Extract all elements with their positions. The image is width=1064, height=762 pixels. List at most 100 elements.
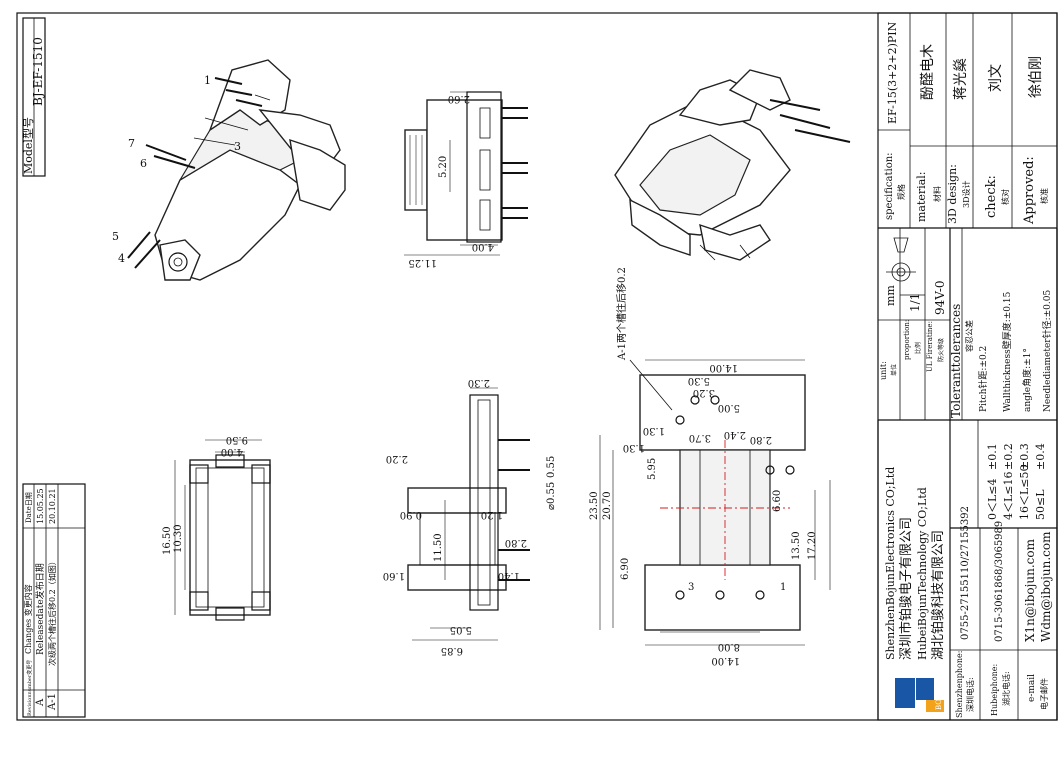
changes-header-date: Date日期 <box>25 492 33 523</box>
pin-label-6: 6 <box>140 157 147 170</box>
ul-value: 94V-0 <box>933 280 947 315</box>
bojun-logo: BOJUN <box>895 678 944 712</box>
unit-label: unit: <box>879 361 888 380</box>
tol-range-1: 4＜L≤16 <box>1002 471 1015 520</box>
contact-sz-value: 0755-27155110/27155392 <box>960 506 971 640</box>
dim-mid-1-60: 1.60 <box>383 570 405 581</box>
contact-sz-sub: 深圳电话: <box>965 677 975 712</box>
unit-value: mm <box>884 285 897 306</box>
projection-symbol-icon <box>886 237 916 282</box>
dim-side-2-60: 2.60 <box>448 93 470 104</box>
dim-mid-0-55: 0.55 <box>546 456 557 478</box>
proportion-sub: 比例 <box>914 342 922 354</box>
check-label: check: <box>984 175 999 218</box>
dim-main-1-30-a: 1.30 <box>643 425 665 436</box>
pin-label-1: 1 <box>204 74 211 87</box>
dim-main-14-00-top: 14.00 <box>709 362 738 373</box>
dim-front-16-50: 16.50 <box>162 526 173 555</box>
dim-front-9-50: 9.50 <box>226 434 248 445</box>
tol-range-3: 50≤L <box>1034 489 1047 520</box>
material-value: 酚醛电木 <box>920 44 936 100</box>
company-cn1: 深圳市铂骏电子有限公司 <box>898 517 914 660</box>
company-cn2: 湖北铂骏科技有限公司 <box>930 530 946 660</box>
spec-sub: 规格 <box>896 184 906 200</box>
contact-hb-value: 0715-3061868/3065989 <box>994 521 1005 642</box>
approved-sub: 核准 <box>1039 188 1049 204</box>
dim-main-20-70: 20.70 <box>602 491 613 520</box>
dim-main-23-50: 23.50 <box>589 491 600 520</box>
title-block: EF-15(3+2+2)PIN specification: 规格 酚醛电木 m… <box>877 12 1058 721</box>
check-value: 刘文 <box>988 64 1004 92</box>
tol-note-2: angle角度:±1° <box>1021 348 1033 412</box>
company-en2: HubeiBojunTechnology CO;Ltd <box>916 487 929 660</box>
dim-main-1-30-b: 1.30 <box>623 442 645 453</box>
approved-label: Approved: <box>1022 156 1037 225</box>
change-row-a1-content: 次级两个槽往后移0.2（如图） <box>47 557 57 666</box>
model-value: BJ-EF-1510 <box>31 37 45 106</box>
dim-side-5-20: 5.20 <box>438 156 449 178</box>
change-row-a-content: Releasedate发布日期 <box>34 563 46 655</box>
revision-note: A-1两个槽往后移0.2 <box>615 267 628 361</box>
tol-label: Toleranttolerances <box>949 304 963 418</box>
dim-main-5-00: 5.00 <box>718 402 740 413</box>
tol-value-2: ±0.3 <box>1018 443 1031 470</box>
dim-mid-2-20: 2.20 <box>386 453 408 464</box>
dim-mid-0-90: 0.90 <box>400 509 422 520</box>
isometric-view-top-left: 1 3 7 6 5 4 <box>112 59 346 281</box>
dim-main-6-90: 6.90 <box>620 558 631 580</box>
proportion-value: 1/1 <box>908 293 922 312</box>
dim-main-6-60: 6.60 <box>772 490 783 512</box>
check-sub: 核对 <box>1000 189 1010 205</box>
material-label: material: <box>915 172 928 222</box>
ul-sub: 防火等级 <box>937 338 945 362</box>
dim-main-8-00: 8.00 <box>718 641 740 652</box>
contact-email-sub: 电子邮件 <box>1039 678 1049 710</box>
contact-hb-sub: 湖北电话: <box>1001 671 1011 706</box>
dim-side-4-00: 4.00 <box>472 241 494 252</box>
tol-sub: 容忍公差 <box>964 320 974 352</box>
tol-note-3: Needlediameter针径:±0.05 <box>1041 290 1053 412</box>
dim-mid-6-85: 6.85 <box>441 645 463 656</box>
model-label: Model型号 <box>21 117 35 174</box>
pin-1-bottom: 1 <box>780 582 786 593</box>
dim-main-17-20: 17.20 <box>807 531 818 560</box>
design-label: 3D design: <box>946 164 959 224</box>
pin-3-bottom: 3 <box>688 582 694 593</box>
dim-front-10-30: 10.30 <box>173 524 184 553</box>
logo-text: BOJUN <box>935 684 943 710</box>
tol-value-0: ±0.1 <box>986 443 999 470</box>
dim-main-3-20: 3.20 <box>693 387 715 398</box>
section-view: 2.30 2.20 0.90 1.20 2.80 11.50 1.60 1.40… <box>383 377 557 656</box>
dim-main-5-30: 5.30 <box>688 375 710 386</box>
front-view: 9.50 4.00 16.50 10.30 <box>162 434 271 621</box>
dim-main-13-50: 13.50 <box>791 531 802 560</box>
company-en1: ShenzhenBojunElectronics CO;Ltd <box>884 467 897 660</box>
contact-hb-label: Hubeiphone: <box>990 664 999 716</box>
dim-main-5-95: 5.95 <box>647 458 658 480</box>
dim-mid-1-20: 1.20 <box>481 509 503 520</box>
tol-value-3: ±0.4 <box>1034 443 1047 470</box>
change-row-a1-date: 20.10.21 <box>48 488 57 524</box>
spec-value: EF-15(3+2+2)PIN <box>886 21 899 124</box>
tol-note-1: Wallthickness壁厚度:±0.15 <box>1001 291 1013 412</box>
contact-email-label: e-mail <box>1027 674 1037 702</box>
dim-side-11-25: 11.25 <box>408 257 437 268</box>
ul-label: UL Fireratine: <box>926 321 934 372</box>
pin-label-4: 4 <box>118 252 125 265</box>
contact-email-value-2: Wdm@ibojun.com <box>1039 531 1053 642</box>
material-sub: 材料 <box>932 186 942 202</box>
contact-sz-label: Shenzhenphone: <box>955 651 964 718</box>
dim-main-14-00-bottom: 14.00 <box>711 655 740 666</box>
bottom-view: 3 1 14.00 5.30 3.20 5.00 2.40 1.30 3.70 … <box>589 267 831 666</box>
changes-header-content: Changes 变更内容 <box>23 584 33 654</box>
pin-label-7: 7 <box>128 137 135 150</box>
dim-mid-2-30: 2.30 <box>468 377 490 388</box>
dim-main-2-80: 2.80 <box>750 434 772 445</box>
changes-header-number: Revisionnumber变更号 <box>26 660 33 716</box>
tol-note-0: Pitch针距:±0.2 <box>977 346 989 412</box>
side-view: 2.60 5.20 4.00 11.25 <box>404 91 528 268</box>
tol-range-2: 16＜L≤50 <box>1018 464 1031 520</box>
changes-table: Date日期 Changes 变更内容 Revisionnumber变更号 15… <box>22 483 86 718</box>
proportion-label: proportion: <box>903 320 911 360</box>
